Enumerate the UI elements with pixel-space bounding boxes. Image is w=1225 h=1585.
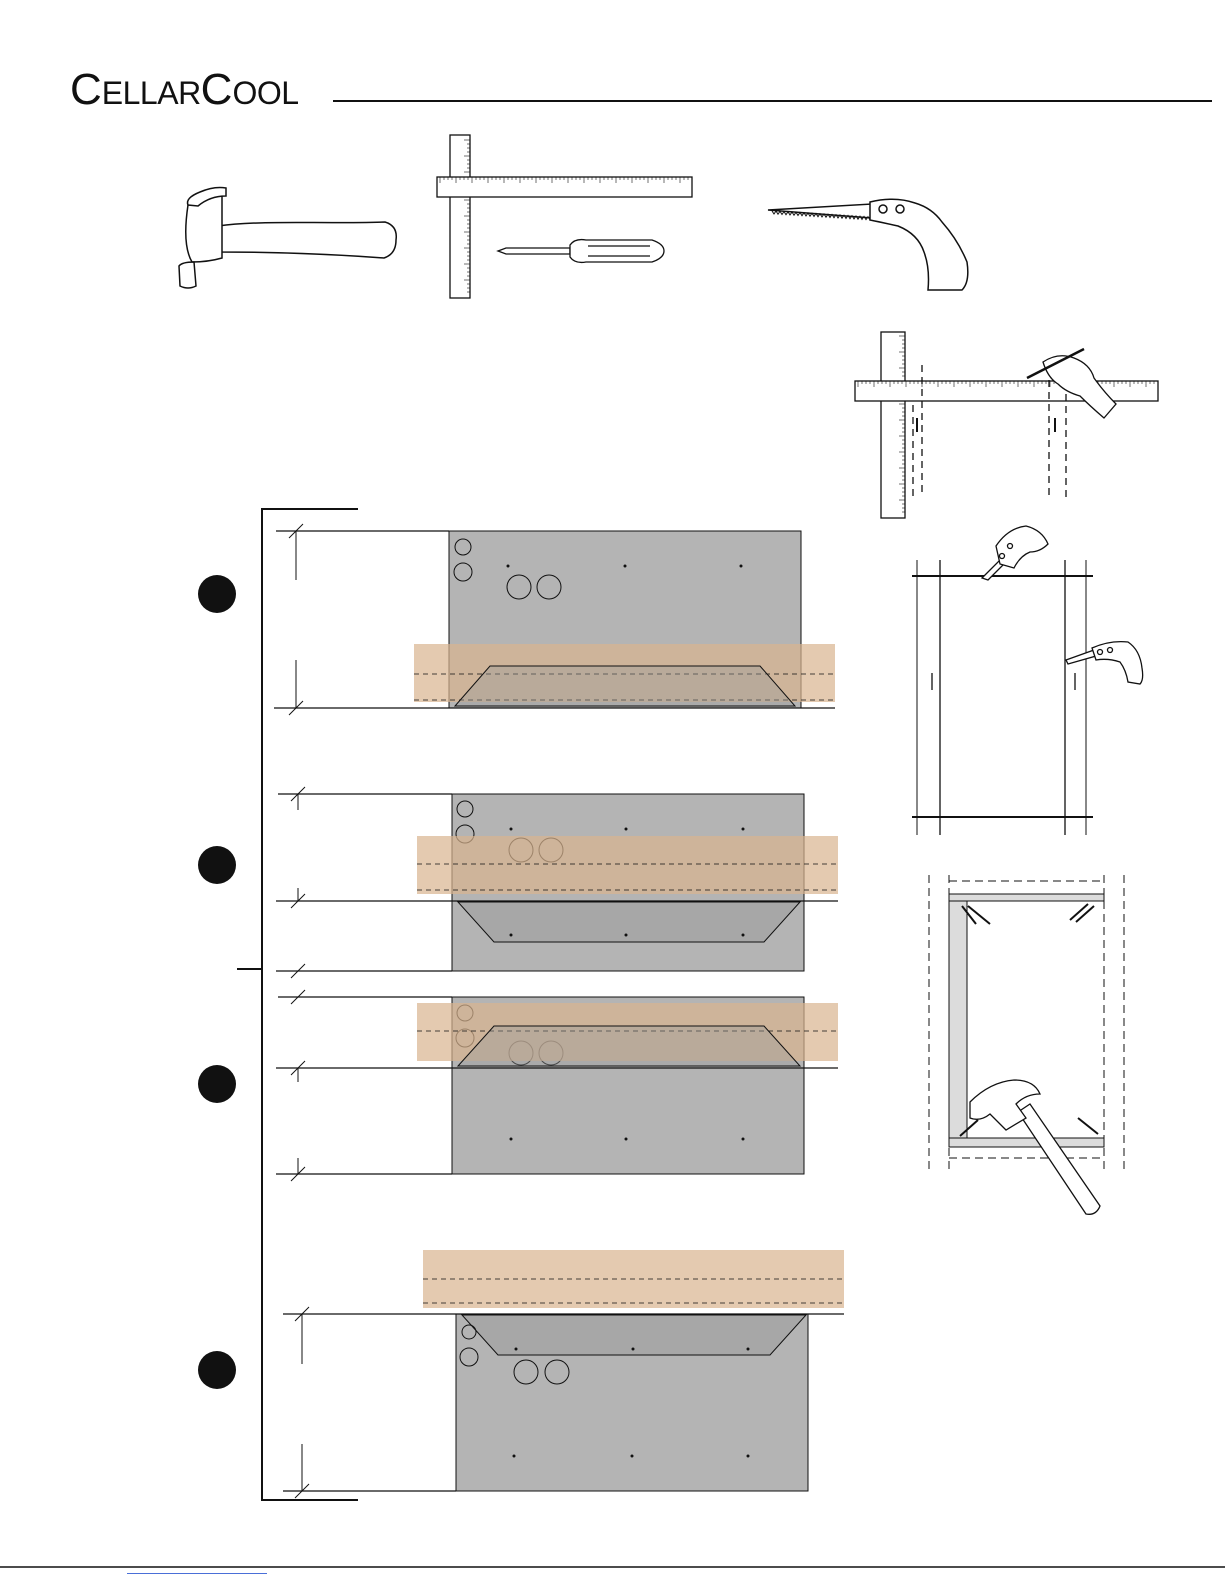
option-2-bullet: [198, 846, 236, 884]
wall-cutout-diagram: [912, 560, 1093, 835]
keyhole-saw-icon: [768, 199, 968, 290]
option-2-diagram: [276, 787, 838, 978]
saw-cutting-side-icon: [1066, 642, 1143, 684]
option-4-diagram: [283, 1250, 844, 1498]
carpenter-square-icon: [437, 135, 692, 298]
hammer-icon: [179, 188, 396, 289]
saw-cutting-top-icon: [982, 526, 1048, 580]
screwdriver-icon: [498, 240, 664, 263]
option-3-diagram: [276, 990, 838, 1181]
option-bullets: [198, 575, 236, 1389]
options-bracket: [237, 509, 358, 1500]
option-1-bullet: [198, 575, 236, 613]
option-3-bullet: [198, 1065, 236, 1103]
footer-link-underline[interactable]: [127, 1573, 267, 1574]
option-4-bullet: [198, 1351, 236, 1389]
framed-opening-diagram: [929, 875, 1124, 1172]
marking-square-icon: [855, 332, 1158, 518]
option-1-diagram: [274, 524, 835, 715]
